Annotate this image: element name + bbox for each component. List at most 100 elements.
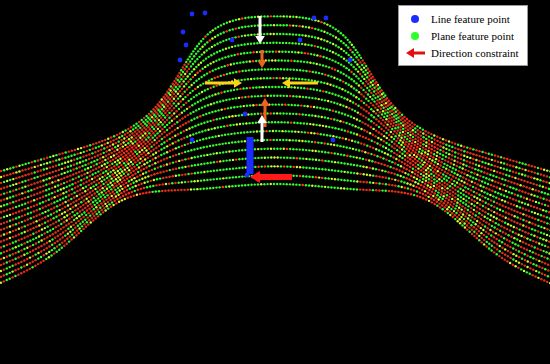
scan-point <box>9 202 11 204</box>
scan-point <box>485 187 487 189</box>
scan-point <box>473 172 475 174</box>
scan-point <box>546 169 548 171</box>
scan-point <box>414 144 416 146</box>
scan-point <box>539 196 541 198</box>
scan-point <box>375 124 377 126</box>
scan-point <box>256 51 258 53</box>
scan-point <box>437 170 439 172</box>
scan-point <box>119 132 121 134</box>
scan-point <box>120 153 122 155</box>
scan-point <box>54 180 56 182</box>
scan-point <box>140 143 142 145</box>
scan-point <box>528 187 530 189</box>
scan-point <box>356 63 358 65</box>
scan-point <box>521 168 523 170</box>
scan-point <box>547 205 549 207</box>
scan-point <box>42 201 44 203</box>
scan-point <box>9 179 11 181</box>
scan-point <box>53 196 55 198</box>
scan-point <box>6 203 8 205</box>
scan-point <box>194 74 196 76</box>
scan-point <box>58 153 60 155</box>
scan-point <box>484 182 486 184</box>
scan-point <box>97 175 99 177</box>
scan-point <box>504 179 506 181</box>
scan-point <box>289 95 291 97</box>
scan-point <box>479 175 481 177</box>
scan-point <box>220 66 222 68</box>
scan-point <box>298 78 300 80</box>
scan-point <box>226 22 228 24</box>
scan-point <box>475 187 477 189</box>
scan-point <box>411 122 413 124</box>
scan-point <box>87 184 89 186</box>
scan-point <box>453 160 455 162</box>
scan-point <box>82 187 84 189</box>
scan-point <box>539 179 541 181</box>
scan-point <box>87 162 89 164</box>
scan-point <box>144 123 146 125</box>
scan-point <box>303 61 305 63</box>
scan-point <box>383 103 385 105</box>
scan-point <box>291 51 293 53</box>
scan-point <box>469 184 471 186</box>
scan-point <box>49 166 51 168</box>
scan-point <box>287 59 289 61</box>
scan-point <box>90 161 92 163</box>
scan-point <box>266 42 268 44</box>
scan-point <box>330 101 332 103</box>
scan-point <box>472 153 474 155</box>
scan-point <box>232 28 234 30</box>
scan-point <box>351 51 353 53</box>
scan-point <box>358 54 360 56</box>
scan-point <box>323 47 325 49</box>
scan-point <box>229 20 231 22</box>
scan-point <box>469 152 471 154</box>
scan-point <box>145 115 147 117</box>
scan-point <box>33 210 35 212</box>
scan-point <box>482 186 484 188</box>
scan-point <box>510 181 512 183</box>
scan-point <box>472 177 474 179</box>
scan-point <box>244 78 246 80</box>
scan-point <box>33 182 35 184</box>
scan-point <box>48 188 50 190</box>
scan-point <box>163 106 165 108</box>
scan-point <box>442 166 444 168</box>
scan-point <box>126 160 128 162</box>
scan-point <box>199 99 201 101</box>
scan-point <box>417 133 419 135</box>
scan-point <box>404 143 406 145</box>
scan-point <box>494 154 496 156</box>
scan-points <box>0 15 550 285</box>
scan-point <box>173 102 175 104</box>
scan-point <box>160 112 162 114</box>
scan-point <box>404 130 406 132</box>
scan-point <box>120 139 122 141</box>
scan-point <box>18 187 20 189</box>
scan-point <box>193 55 195 57</box>
scan-point <box>339 103 341 105</box>
scan-point <box>423 161 425 163</box>
scan-point <box>276 24 278 26</box>
scan-point <box>179 90 181 92</box>
scan-point <box>502 189 504 191</box>
scan-line <box>0 87 550 219</box>
scan-point <box>475 159 477 161</box>
scan-point <box>313 88 315 90</box>
scan-point <box>456 165 458 167</box>
scan-point <box>36 192 38 194</box>
scan-point <box>12 172 14 174</box>
scan-point <box>0 170 2 172</box>
scan-point <box>474 168 476 170</box>
scan-point <box>524 163 526 165</box>
scan-point <box>390 119 392 121</box>
scan-point <box>295 16 297 18</box>
scan-point <box>521 201 523 203</box>
scan-point <box>84 168 86 170</box>
scan-point <box>166 114 168 116</box>
scan-point <box>419 127 421 129</box>
scan-point <box>147 141 149 143</box>
scan-point <box>45 189 47 191</box>
scan-point <box>250 34 252 36</box>
